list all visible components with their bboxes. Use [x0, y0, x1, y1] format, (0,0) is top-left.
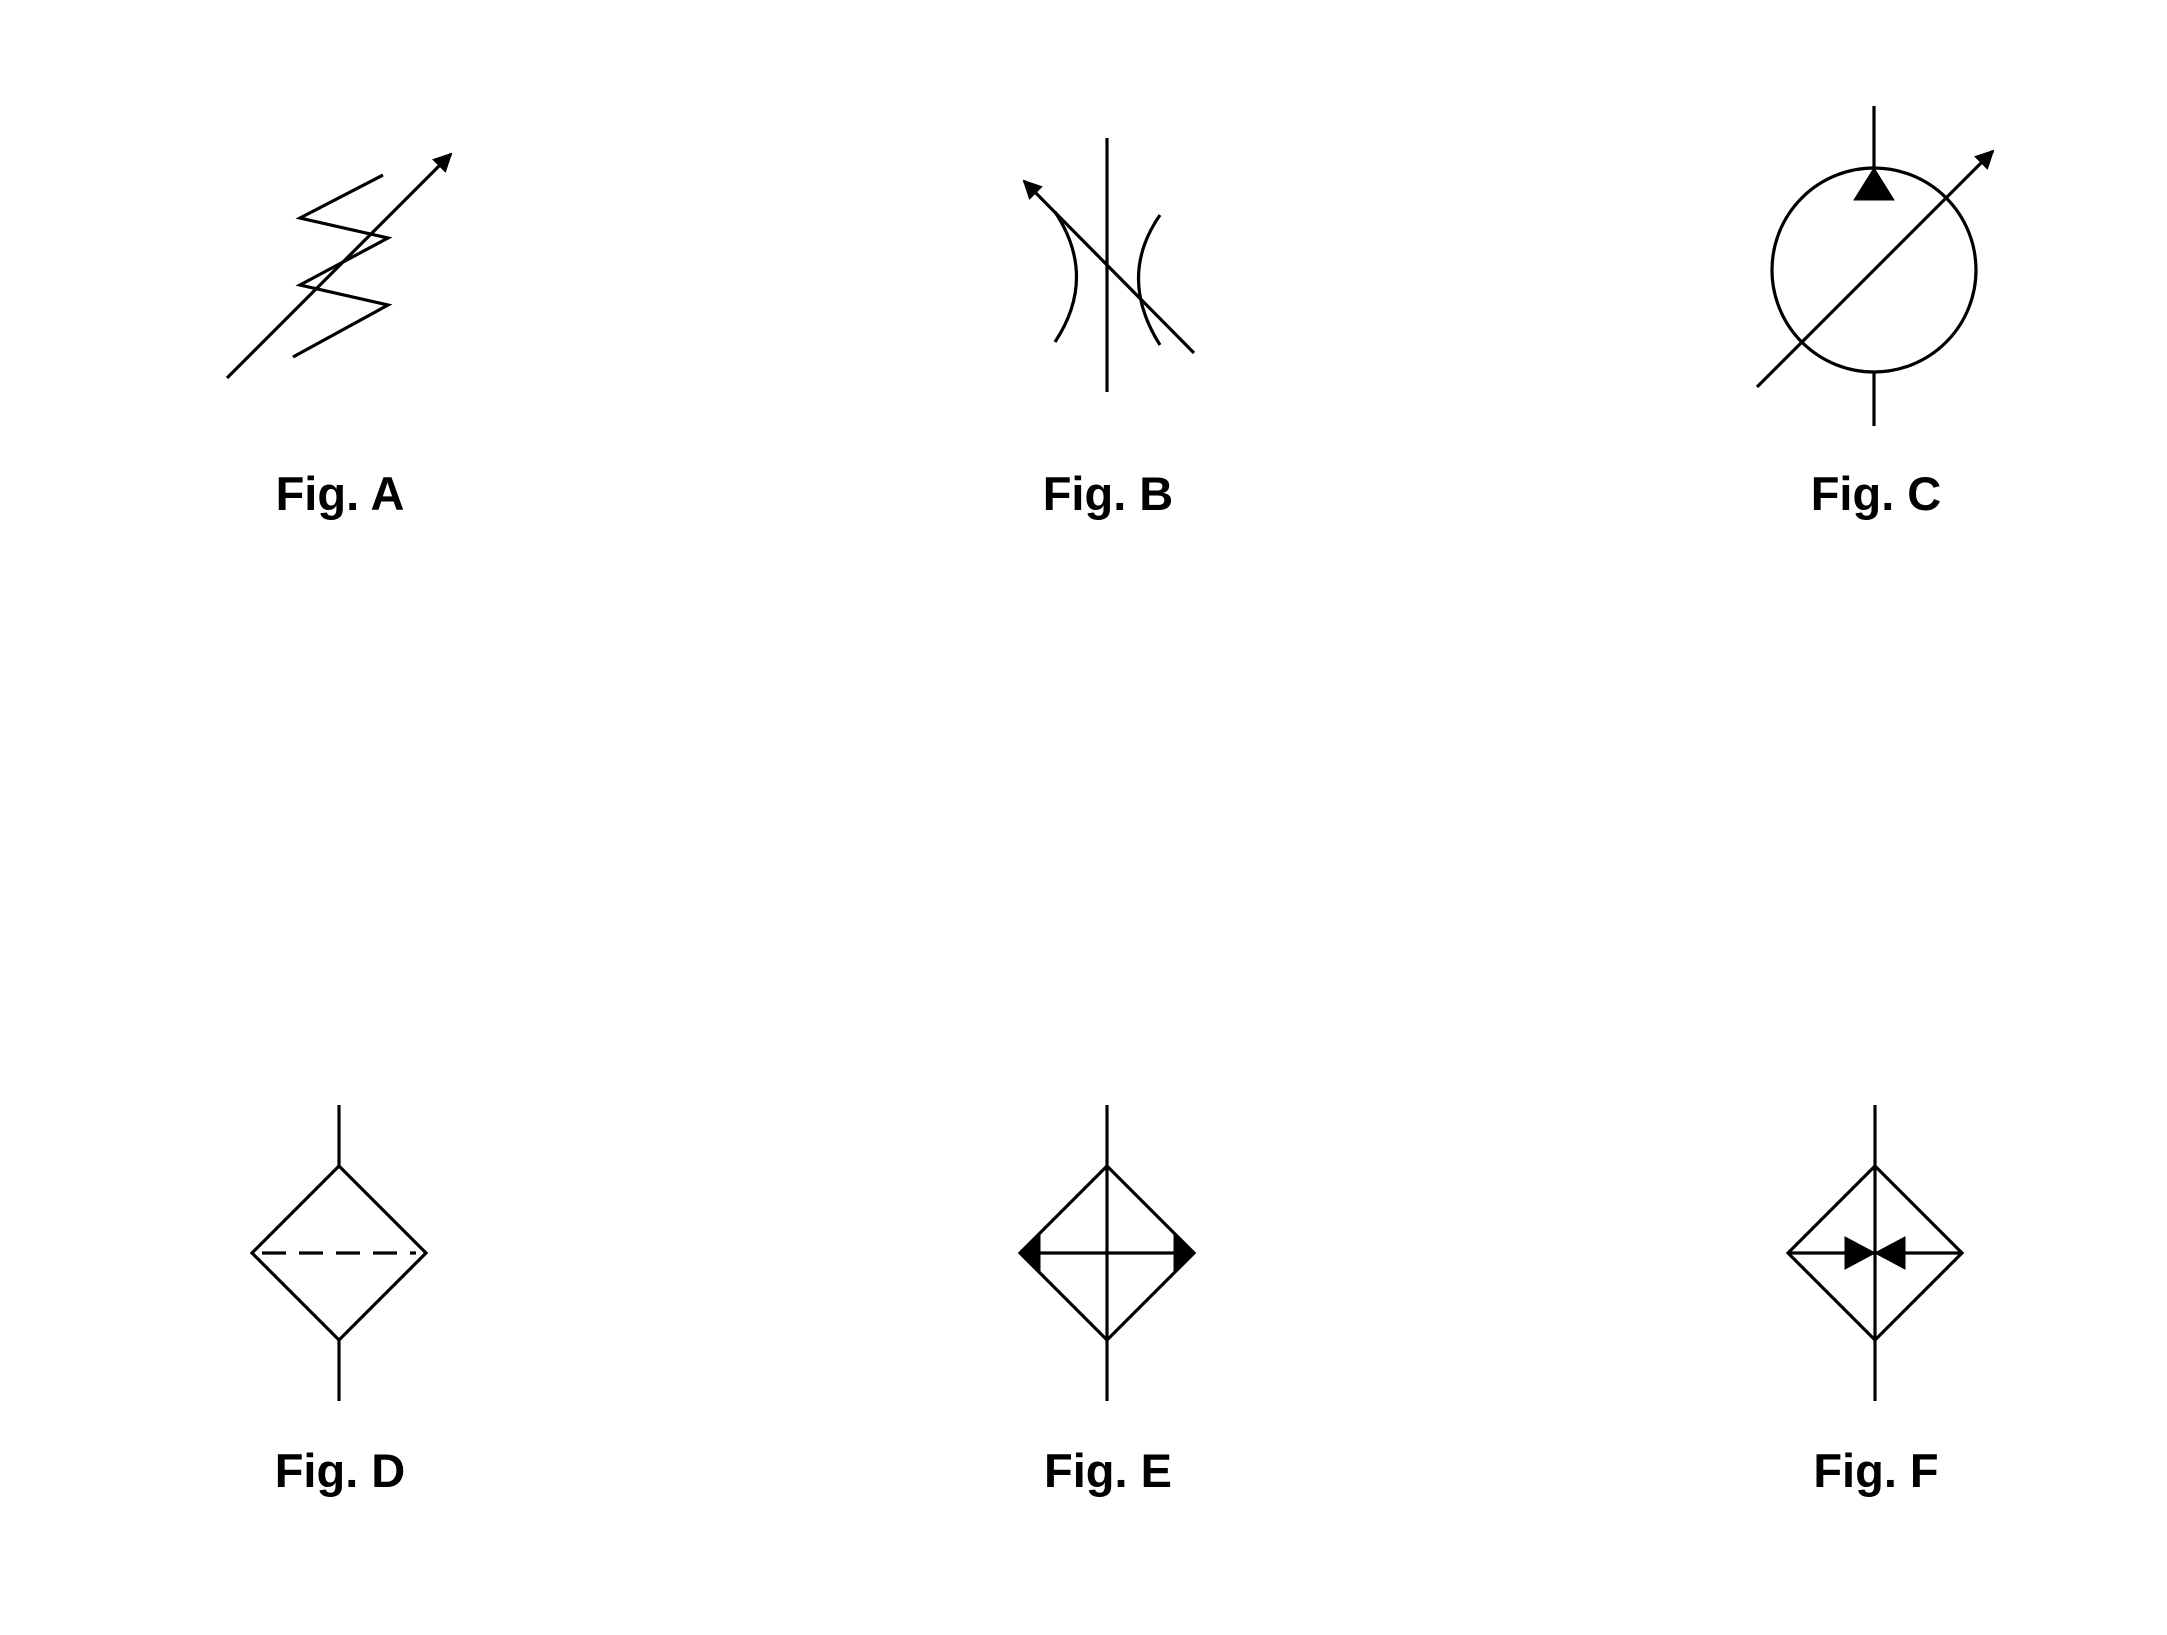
variable-restrictor-icon: [1022, 138, 1196, 392]
fig-b-label: Fig. B: [1042, 467, 1174, 520]
adjustment-arrow: [225, 152, 453, 380]
cooler-right-triangle: [1873, 1236, 1906, 1270]
fig-c-label: Fig. C: [1810, 467, 1942, 520]
heater-left-triangle: [1019, 1231, 1041, 1275]
restriction-right-arc: [1137, 214, 1162, 346]
heater-right-triangle: [1173, 1231, 1195, 1275]
adjustment-arrow: [1022, 179, 1196, 355]
heater-diamond: [1017, 1163, 1197, 1343]
heater-icon: [1017, 1105, 1197, 1401]
cooler-diamond: [1785, 1163, 1965, 1343]
filter-icon: [249, 1105, 429, 1401]
fig-e-label: Fig. E: [1044, 1444, 1172, 1497]
adjustable-spring-icon: [225, 152, 453, 380]
variable-displacement-pump-icon: [1755, 106, 1995, 426]
pump-direction-triangle: [1853, 167, 1895, 201]
restriction-left-arc: [1053, 211, 1078, 343]
cooler-icon: [1785, 1105, 1965, 1401]
fig-d-label: Fig. D: [274, 1444, 406, 1497]
cooler-left-triangle: [1844, 1236, 1877, 1270]
fig-a-label: Fig. A: [275, 467, 405, 520]
fig-f-label: Fig. F: [1813, 1444, 1939, 1497]
adjustment-arrow: [1755, 149, 1995, 389]
